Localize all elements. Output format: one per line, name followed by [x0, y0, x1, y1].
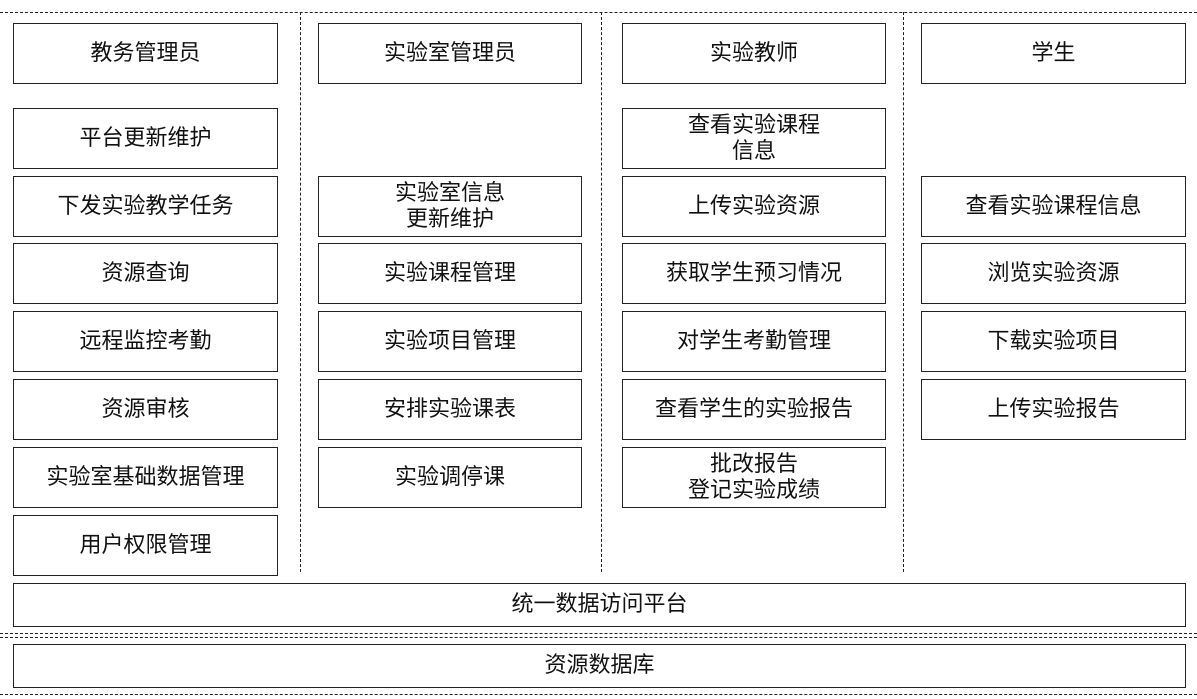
role-header-lab-teacher: 实验教师	[622, 23, 886, 84]
function-label: 实验室基础数据管理	[46, 464, 245, 490]
function-box: 上传实验报告	[921, 379, 1186, 440]
function-box: 实验项目管理	[318, 311, 582, 372]
function-box: 下载实验项目	[921, 311, 1186, 372]
function-label: 资源查询	[101, 260, 190, 286]
function-box: 查看学生的实验报告	[622, 379, 886, 440]
function-box: 实验室信息 更新维护	[318, 176, 582, 237]
column-divider-3	[903, 12, 904, 572]
function-label: 查看实验课程 信息	[687, 112, 820, 164]
function-label: 用户权限管理	[79, 532, 212, 558]
function-box: 平台更新维护	[13, 108, 278, 169]
function-label: 资源审核	[101, 396, 190, 422]
function-label: 实验室信息 更新维护	[394, 180, 505, 232]
function-box: 实验调停课	[318, 447, 582, 508]
function-label: 浏览实验资源	[987, 260, 1120, 286]
function-box: 获取学生预习情况	[622, 243, 886, 304]
function-box: 安排实验课表	[318, 379, 582, 440]
function-label: 远程监控考勤	[79, 328, 212, 354]
function-box: 资源审核	[13, 379, 278, 440]
database-label: 资源数据库	[544, 653, 655, 678]
resource-database: 资源数据库	[13, 644, 1186, 688]
function-label: 上传实验报告	[987, 396, 1120, 422]
function-label: 上传实验资源	[687, 193, 820, 219]
function-label: 查看实验课程信息	[965, 193, 1142, 219]
function-box: 批改报告 登记实验成绩	[622, 447, 886, 508]
function-label: 实验调停课	[394, 464, 505, 490]
function-box: 查看实验课程 信息	[622, 108, 886, 169]
role-title: 学生	[1031, 40, 1076, 66]
top-dashed-border	[0, 12, 1197, 13]
function-label: 批改报告 登记实验成绩	[687, 451, 820, 503]
role-title: 实验室管理员	[383, 40, 516, 66]
role-title: 教务管理员	[90, 40, 201, 66]
function-box: 资源查询	[13, 243, 278, 304]
function-box: 查看实验课程信息	[921, 176, 1186, 237]
function-box: 上传实验资源	[622, 176, 886, 237]
platform-database-separator-lower	[0, 637, 1197, 638]
role-title: 实验教师	[709, 40, 798, 66]
function-label: 平台更新维护	[79, 125, 212, 151]
function-label: 实验项目管理	[383, 328, 516, 354]
function-label: 下发实验教学任务	[57, 193, 234, 219]
function-box: 用户权限管理	[13, 515, 278, 576]
role-header-lab-admin: 实验室管理员	[318, 23, 582, 84]
function-box: 对学生考勤管理	[622, 311, 886, 372]
role-header-student: 学生	[921, 23, 1186, 84]
role-header-academic-admin: 教务管理员	[13, 23, 278, 84]
function-box: 浏览实验资源	[921, 243, 1186, 304]
function-label: 安排实验课表	[383, 396, 516, 422]
function-label: 实验课程管理	[383, 260, 516, 286]
function-label: 下载实验项目	[987, 328, 1120, 354]
function-box: 实验课程管理	[318, 243, 582, 304]
unified-data-access-platform: 统一数据访问平台	[13, 583, 1186, 627]
platform-label: 统一数据访问平台	[511, 592, 688, 617]
function-label: 获取学生预习情况	[665, 260, 842, 286]
platform-database-separator-upper	[0, 633, 1197, 634]
function-label: 查看学生的实验报告	[654, 396, 853, 422]
function-box: 实验室基础数据管理	[13, 447, 278, 508]
column-divider-2	[601, 12, 602, 572]
function-label: 对学生考勤管理	[676, 328, 831, 354]
function-box: 远程监控考勤	[13, 311, 278, 372]
column-divider-1	[300, 12, 301, 572]
bottom-dashed-border	[0, 694, 1197, 695]
function-box: 下发实验教学任务	[13, 176, 278, 237]
